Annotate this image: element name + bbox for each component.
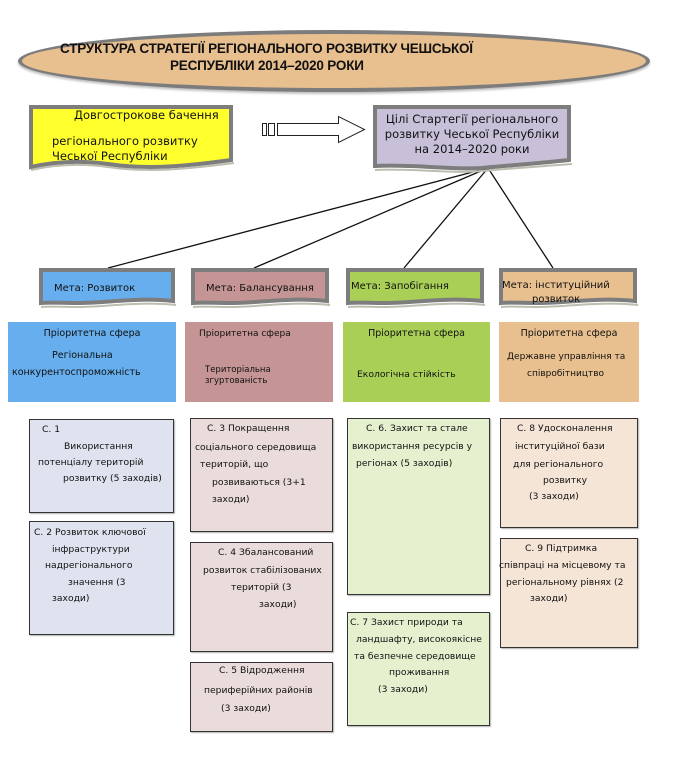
measure-line: С. 6. Захист та стале (366, 423, 468, 434)
measure-line: С. 5 Відродження (219, 665, 305, 676)
goals-shape (373, 105, 573, 173)
priority-title-line-2: конкурентоспроможність (12, 367, 141, 378)
measure-line: розвиваються (3+1 (212, 477, 306, 488)
title-ellipse (18, 30, 650, 92)
measure-line: С. 8 Удосконалення (517, 423, 613, 434)
measure-line: ландшафту, високоякісне (356, 634, 482, 645)
connector-to-goal-prevention (403, 167, 489, 269)
measure-box-c7: С. 7 Захист природи та ландшафту, високо… (347, 612, 490, 726)
diagram-title: СТРУКТУРА СТРАТЕГІЇ РЕГІОНАЛЬНОГО РОЗВИТ… (40, 40, 490, 74)
measure-line: співпраці на місцевому та (499, 560, 626, 571)
measure-box-c3: С. 3 Покращення соціального середовища т… (190, 418, 333, 532)
priority-title-line-1: Регіональна (52, 350, 113, 361)
measure-line: (3 заходи) (529, 491, 579, 502)
measure-line: С. 3 Покращення (207, 423, 290, 434)
connector-to-goal-development (107, 167, 489, 269)
title-line-2: РЕСПУБЛІКИ 2014–2020 РОКИ (170, 58, 364, 73)
goals-line-3: на 2014–2020 роки (414, 142, 530, 156)
measure-line: розвиток стабілізованих (203, 565, 322, 576)
title-line-1: СТРУКТУРА СТРАТЕГІЇ РЕГІОНАЛЬНОГО РОЗВИТ… (60, 41, 473, 56)
priority-title-line-2: згуртованість (205, 376, 268, 386)
measure-line: використання ресурсів у (352, 441, 473, 452)
measure-box-c6: С. 6. Захист та стале використання ресур… (347, 418, 490, 595)
priority-area-prevention: Пріоритетна сфера Екологічна стійкість (343, 322, 490, 402)
priority-title-line-1: Екологічна стійкість (357, 369, 456, 380)
measure-line: для регіонального (513, 459, 604, 470)
measure-line: С. 7 Захист природи та (350, 617, 463, 628)
measure-box-c9: С. 9 Підтримка співпраці на місцевому та… (499, 538, 638, 648)
goal-shape (346, 268, 486, 309)
measure-line: потенціалу територій (38, 457, 144, 468)
goal-label-line-1: Мета: інституційний (502, 280, 610, 291)
goal-box-prevention: Мета: Запобігання (345, 267, 486, 309)
measure-line: заходи) (52, 593, 90, 604)
measure-line: (3 заходи) (378, 684, 428, 695)
measure-line: периферійних районів (204, 685, 313, 696)
measure-line: заходи) (530, 593, 568, 604)
measure-line: та безпечне середовище (354, 651, 476, 662)
measure-line: значення (3 (68, 577, 126, 588)
priority-area-institutional: Пріоритетна сфера Державне управління та… (499, 322, 639, 402)
measure-box-c5: С. 5 Відродження периферійних районів (3… (190, 662, 333, 732)
vision-line-3: Чеської Республіки (52, 149, 168, 163)
measure-line: С. 1 (42, 424, 61, 435)
priority-header: Пріоритетна сфера (520, 328, 618, 339)
priority-header: Пріоритетна сфера (199, 329, 291, 339)
vision-shape (29, 105, 235, 171)
measure-line: проживання (389, 667, 450, 678)
goal-shape (191, 268, 331, 309)
vision-box: Довгострокове бачення регіонального розв… (28, 104, 235, 171)
vision-line-1: Довгострокове бачення (74, 108, 219, 122)
measure-line: Використання (64, 441, 133, 452)
goal-box-development: Мета: Розвиток (38, 267, 177, 309)
goals-line-2: розвитку Чеської Республіки (384, 127, 560, 141)
measure-line: інституційної бази (515, 441, 605, 452)
priority-title-line-2: співробітництво (527, 369, 605, 379)
measure-line: С. 4 Збалансований (218, 547, 314, 558)
priority-header: Пріоритетна сфера (43, 328, 141, 339)
goals-text: Цілі Стартегії регіонального розвитку Че… (372, 112, 572, 157)
measure-line: заходи) (212, 494, 250, 505)
priority-header: Пріоритетна сфера (368, 328, 465, 339)
measure-box-c4: С. 4 Збалансований розвиток стабілізован… (190, 542, 333, 652)
measure-line: С. 9 Підтримка (525, 543, 598, 554)
measure-line: розвитку (543, 475, 588, 486)
priority-title-line-1: Територіальна (205, 365, 271, 375)
goal-shape (39, 268, 177, 309)
measure-line: інфраструктури (52, 544, 130, 555)
goal-box-institutional: Мета: інституційний розвиток (498, 267, 639, 309)
measure-line: (3 заходи) (221, 703, 271, 714)
goal-label-line-2: розвиток (532, 294, 581, 305)
measure-line: територій, що (200, 459, 269, 470)
connector-to-goal-institutional (487, 167, 554, 269)
measure-line: регіонах (5 заходів) (356, 458, 453, 469)
goal-box-balancing: Мета: Балансування (190, 267, 331, 309)
priority-area-development: Пріоритетна сфера Регіональна конкуренто… (8, 322, 176, 402)
goal-label: Мета: Запобігання (351, 281, 449, 292)
goal-shape (499, 268, 639, 309)
goals-box: Цілі Стартегії регіонального розвитку Че… (372, 104, 573, 173)
priority-area-balancing: Пріоритетна сфера Територіальна згуртова… (185, 322, 333, 402)
measure-box-c2: С. 2 Розвиток ключової інфраструктури на… (29, 521, 174, 635)
right-arrow-icon (262, 115, 366, 144)
measure-box-c1: С. 1 Використання потенціалу територій р… (29, 419, 174, 513)
measure-line: територій (3 (231, 582, 292, 593)
measure-line: надрегіонального (45, 560, 133, 571)
goal-label: Мета: Розвиток (54, 283, 136, 294)
goal-label: Мета: Балансування (206, 283, 314, 294)
measure-line: розвитку (5 заходів) (63, 473, 162, 484)
vision-text: регіонального розвитку Чеської Республік… (52, 134, 198, 164)
goals-line-1: Цілі Стартегії регіонального (385, 112, 559, 126)
connector-to-goal-balancing (253, 167, 489, 269)
measure-box-c8: С. 8 Удосконалення інституційної бази дл… (500, 418, 638, 528)
measure-line: соціального середовища (195, 442, 317, 453)
measure-line: регіональному рівнях (2 (506, 577, 624, 588)
vision-line-2: регіонального розвитку (52, 134, 198, 148)
measure-line: заходи) (259, 599, 297, 610)
priority-title-line-1: Державне управління та (507, 352, 626, 362)
measure-line: С. 2 Розвиток ключової (34, 527, 146, 538)
